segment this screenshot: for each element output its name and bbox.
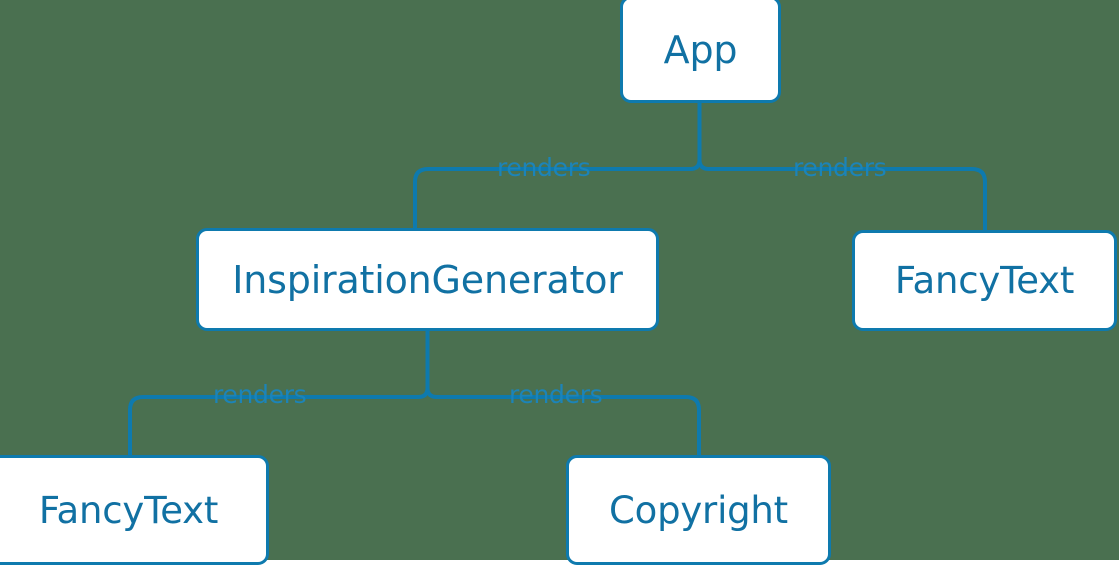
edge-app-to-fancy-right [709,167,987,230]
edge-inspgen-junction-right [425,387,438,399]
edge-label-app-to-fancy-text: renders [793,153,887,182]
edge-inspgen-to-fancy-left [128,395,418,456]
edge-app-junction-right [697,159,710,171]
node-fancy-text-right[interactable]: FancyText [852,230,1117,331]
edge-label-inspiration-generator-to-fancy-text: renders [213,380,307,409]
node-app[interactable]: App [620,0,781,103]
node-inspiration-generator[interactable]: InspirationGenerator [196,228,659,331]
edge-app-to-inspgen [413,167,690,228]
node-fancy-text-left-label: FancyText [38,488,219,532]
node-app-label: App [663,27,738,72]
edge-inspgen-to-copyright [437,395,701,456]
node-fancy-text-left[interactable]: FancyText [0,455,269,565]
node-inspiration-generator-label: InspirationGenerator [232,257,623,302]
node-copyright[interactable]: Copyright [566,455,831,565]
edge-label-app-to-inspiration-generator: renders [497,153,591,182]
node-fancy-text-right-label: FancyText [894,259,1075,302]
node-copyright-label: Copyright [609,488,788,532]
edge-label-inspiration-generator-to-copyright: renders [509,380,603,409]
